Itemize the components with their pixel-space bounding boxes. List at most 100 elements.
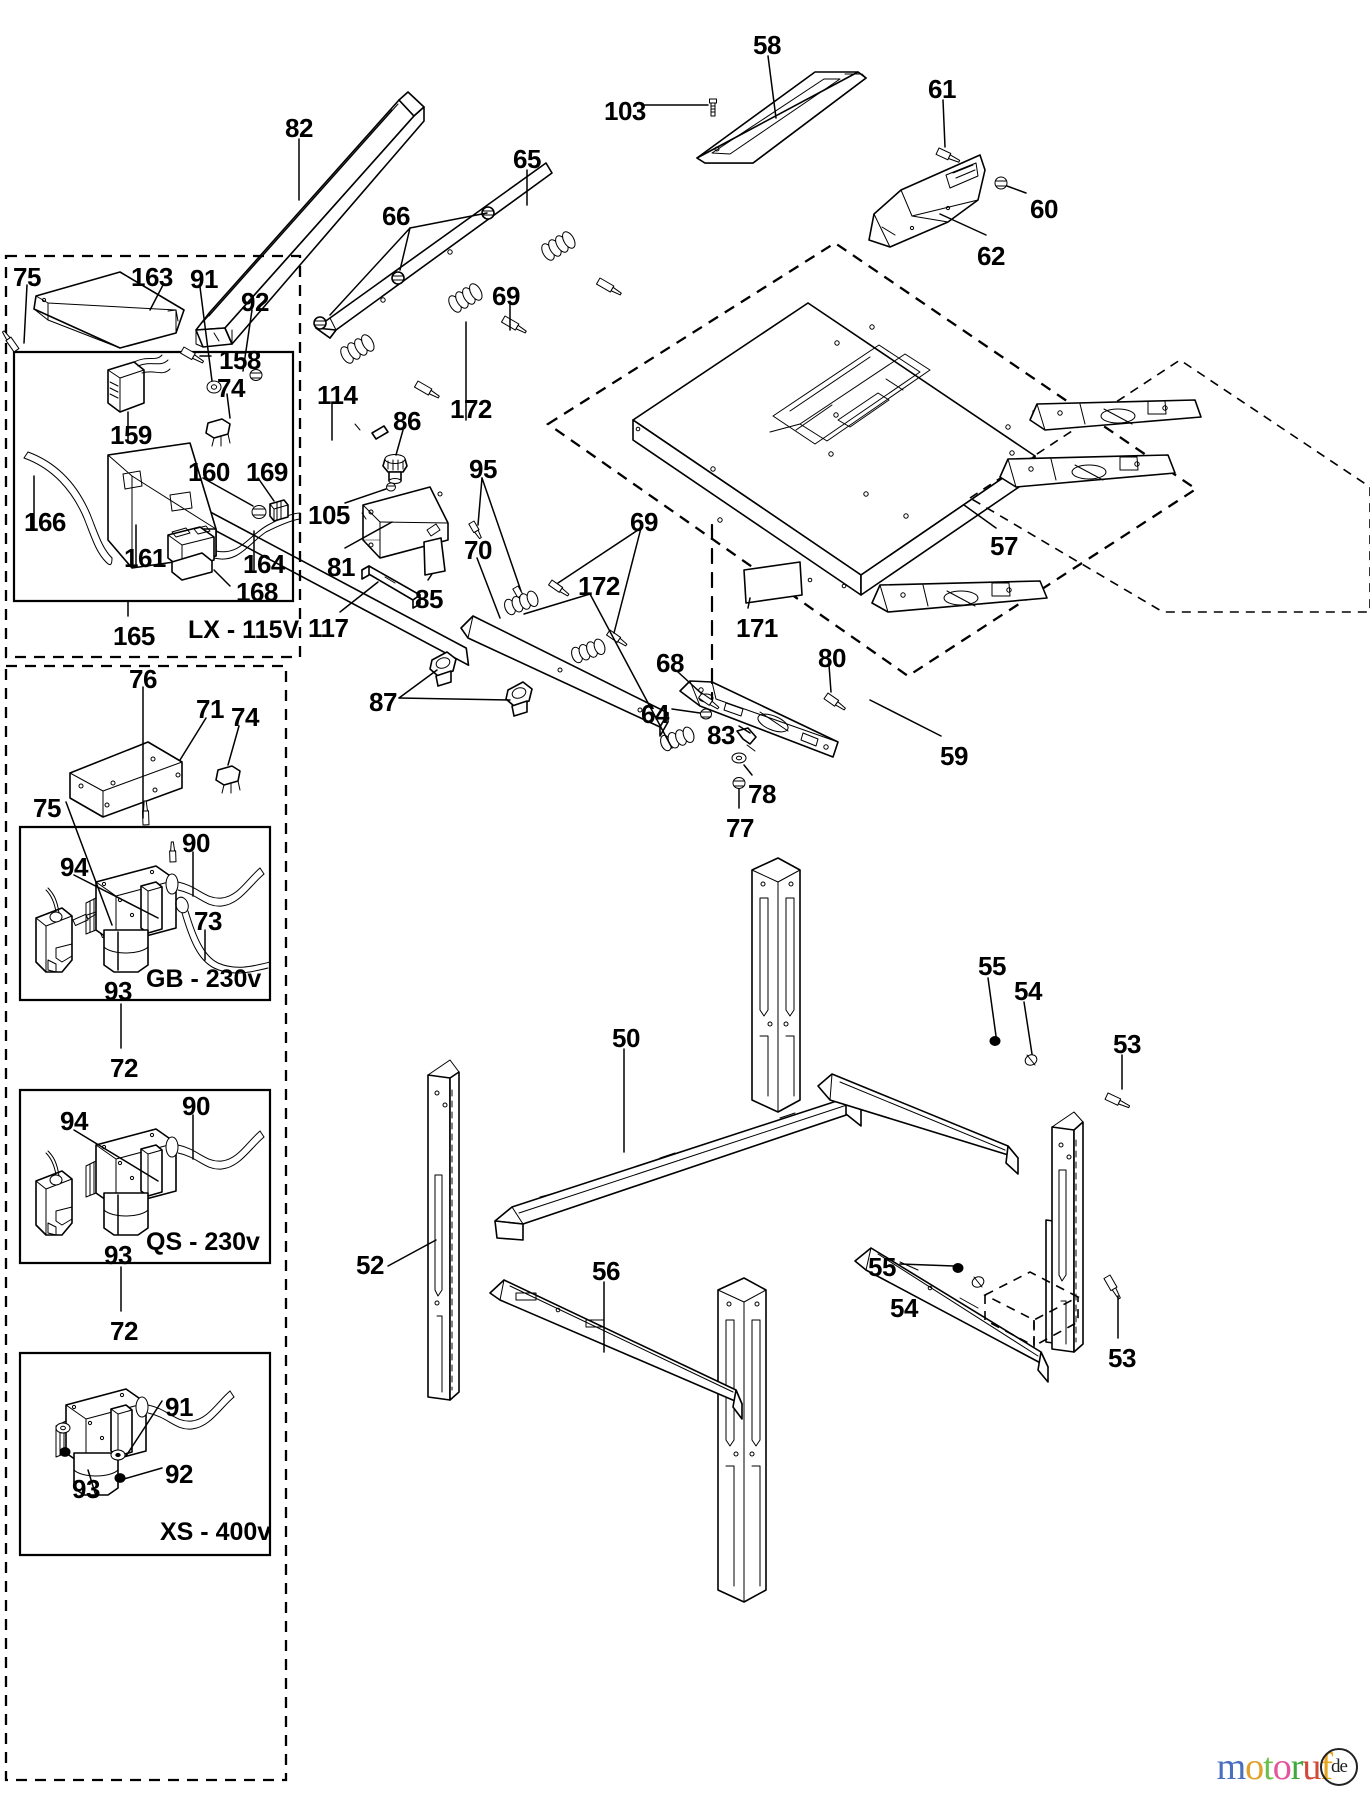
callout-105: 105 — [308, 500, 350, 530]
callout-56: 56 — [592, 1256, 620, 1286]
fastener-60 — [994, 176, 1008, 190]
spring-172-f — [660, 726, 695, 752]
callout-91-xs: 91 — [165, 1392, 193, 1422]
part-117-bar — [361, 565, 421, 609]
callout-53-upper: 53 — [1113, 1029, 1141, 1059]
fastener-95-b — [468, 520, 482, 540]
callout-68: 68 — [656, 648, 684, 678]
fastener-64-nut — [700, 708, 712, 720]
callout-90-gb: 90 — [182, 828, 210, 858]
callout-52: 52 — [356, 1250, 384, 1280]
variant-label-lx-115v: LX - 115V — [188, 616, 300, 644]
callout-78: 78 — [748, 779, 776, 809]
fastener-75-lx — [1, 330, 20, 353]
callout-117: 117 — [308, 613, 349, 643]
panel-lx-115v-inner-box — [12, 350, 295, 603]
part-57-rail-b — [999, 454, 1176, 488]
callout-92-xs: 92 — [165, 1459, 193, 1489]
fastener-69-a — [596, 277, 622, 296]
spring-172-c — [340, 334, 375, 364]
fastener-55-lower — [952, 1263, 964, 1273]
fastener-54-upper — [1024, 1054, 1038, 1066]
part-86-knob — [382, 454, 408, 484]
part-171-label-plate — [743, 561, 803, 604]
part-52-leg-left — [427, 1059, 460, 1401]
motor-93-gb — [85, 865, 179, 973]
fastener-80 — [823, 692, 846, 711]
spring-172-d — [504, 590, 539, 616]
part-94-switch-gb — [35, 887, 73, 973]
part-54-rail-lower-right — [854, 1247, 1049, 1383]
callout-61: 61 — [928, 74, 956, 104]
callout-74-motor: 74 — [231, 702, 259, 732]
callout-76: 76 — [129, 664, 157, 694]
fastener-78-washer — [731, 752, 747, 764]
part-87-knob-b — [505, 681, 533, 717]
callout-103: 103 — [604, 96, 646, 126]
fastener-66-a — [481, 206, 495, 220]
part-57-rail-a — [1029, 399, 1202, 431]
leg-center-bottom — [717, 1277, 767, 1603]
watermark-letter-r: r — [1290, 1746, 1304, 1788]
callout-92-lx: 92 — [241, 287, 269, 317]
callout-66: 66 — [382, 201, 410, 231]
part-81-bracket — [361, 486, 449, 559]
callout-159: 159 — [110, 420, 152, 450]
fastener-69-b — [501, 315, 527, 334]
part-71-bracket — [69, 741, 183, 818]
callout-77: 77 — [726, 813, 754, 843]
panel-gb-230v-box — [18, 825, 272, 1002]
foot-dashed-outline — [983, 1271, 1080, 1348]
part-94-switch-qs — [35, 1150, 73, 1236]
spring-172-b — [448, 283, 483, 313]
callout-93-qs: 93 — [104, 1240, 132, 1270]
callout-57: 57 — [990, 531, 1018, 561]
part-62-bracket — [868, 154, 986, 248]
callout-81: 81 — [327, 552, 355, 582]
part-50-rail-right — [817, 1073, 1019, 1175]
callout-59: 59 — [940, 741, 968, 771]
fastener-92-xs — [114, 1473, 126, 1483]
variant-label-qs-230v: QS - 230v — [146, 1228, 260, 1256]
callout-168: 168 — [236, 577, 278, 607]
part-164-cable — [213, 512, 301, 560]
callout-91-lx: 91 — [190, 264, 218, 294]
leg-center-top — [751, 857, 801, 1113]
fastener-66-c — [313, 316, 327, 330]
fastener-76-b — [169, 841, 177, 863]
part-83-clip — [736, 727, 757, 745]
leader-lines — [23, 55, 1123, 1497]
callout-160: 160 — [188, 457, 230, 487]
callout-74-lx: 74 — [217, 373, 245, 403]
fastener-69-d — [548, 579, 570, 597]
fastener-69-c — [414, 380, 440, 399]
part-70-rail — [460, 615, 669, 737]
fastener-54-lower — [971, 1276, 985, 1288]
callout-163: 163 — [131, 262, 173, 292]
part-163-cover — [33, 271, 185, 349]
rails-57-dashed-boundary — [968, 359, 1370, 613]
part-50-rail-upper — [494, 1097, 862, 1241]
part-87-knob-a — [429, 651, 457, 687]
part-53-leg-right — [1045, 1111, 1084, 1353]
part-82-fence-rail — [195, 91, 425, 348]
part-56-rail-lower-left — [489, 1279, 743, 1420]
fastener-158 — [180, 346, 205, 364]
callout-73-gb: 73 — [194, 906, 222, 936]
callout-80: 80 — [818, 643, 846, 673]
watermark-letter-u: u — [1302, 1746, 1321, 1788]
part-168-terminal-block — [167, 525, 215, 581]
callout-164: 164 — [243, 549, 285, 579]
fastener-92-xs-b — [59, 1447, 71, 1457]
watermark-domain-badge: de — [1320, 1748, 1358, 1786]
part-90-wire-xs — [147, 1390, 235, 1430]
watermark-letter-m: m — [1216, 1746, 1247, 1788]
variant-label-gb-230v: GB - 230v — [146, 965, 262, 993]
panel-motor-dashed-border — [4, 664, 288, 1782]
part-90-wire-gb — [177, 867, 265, 907]
callout-82: 82 — [285, 113, 313, 143]
part-90-wire-qs — [177, 1130, 265, 1170]
fastener-91-lx — [206, 380, 222, 394]
